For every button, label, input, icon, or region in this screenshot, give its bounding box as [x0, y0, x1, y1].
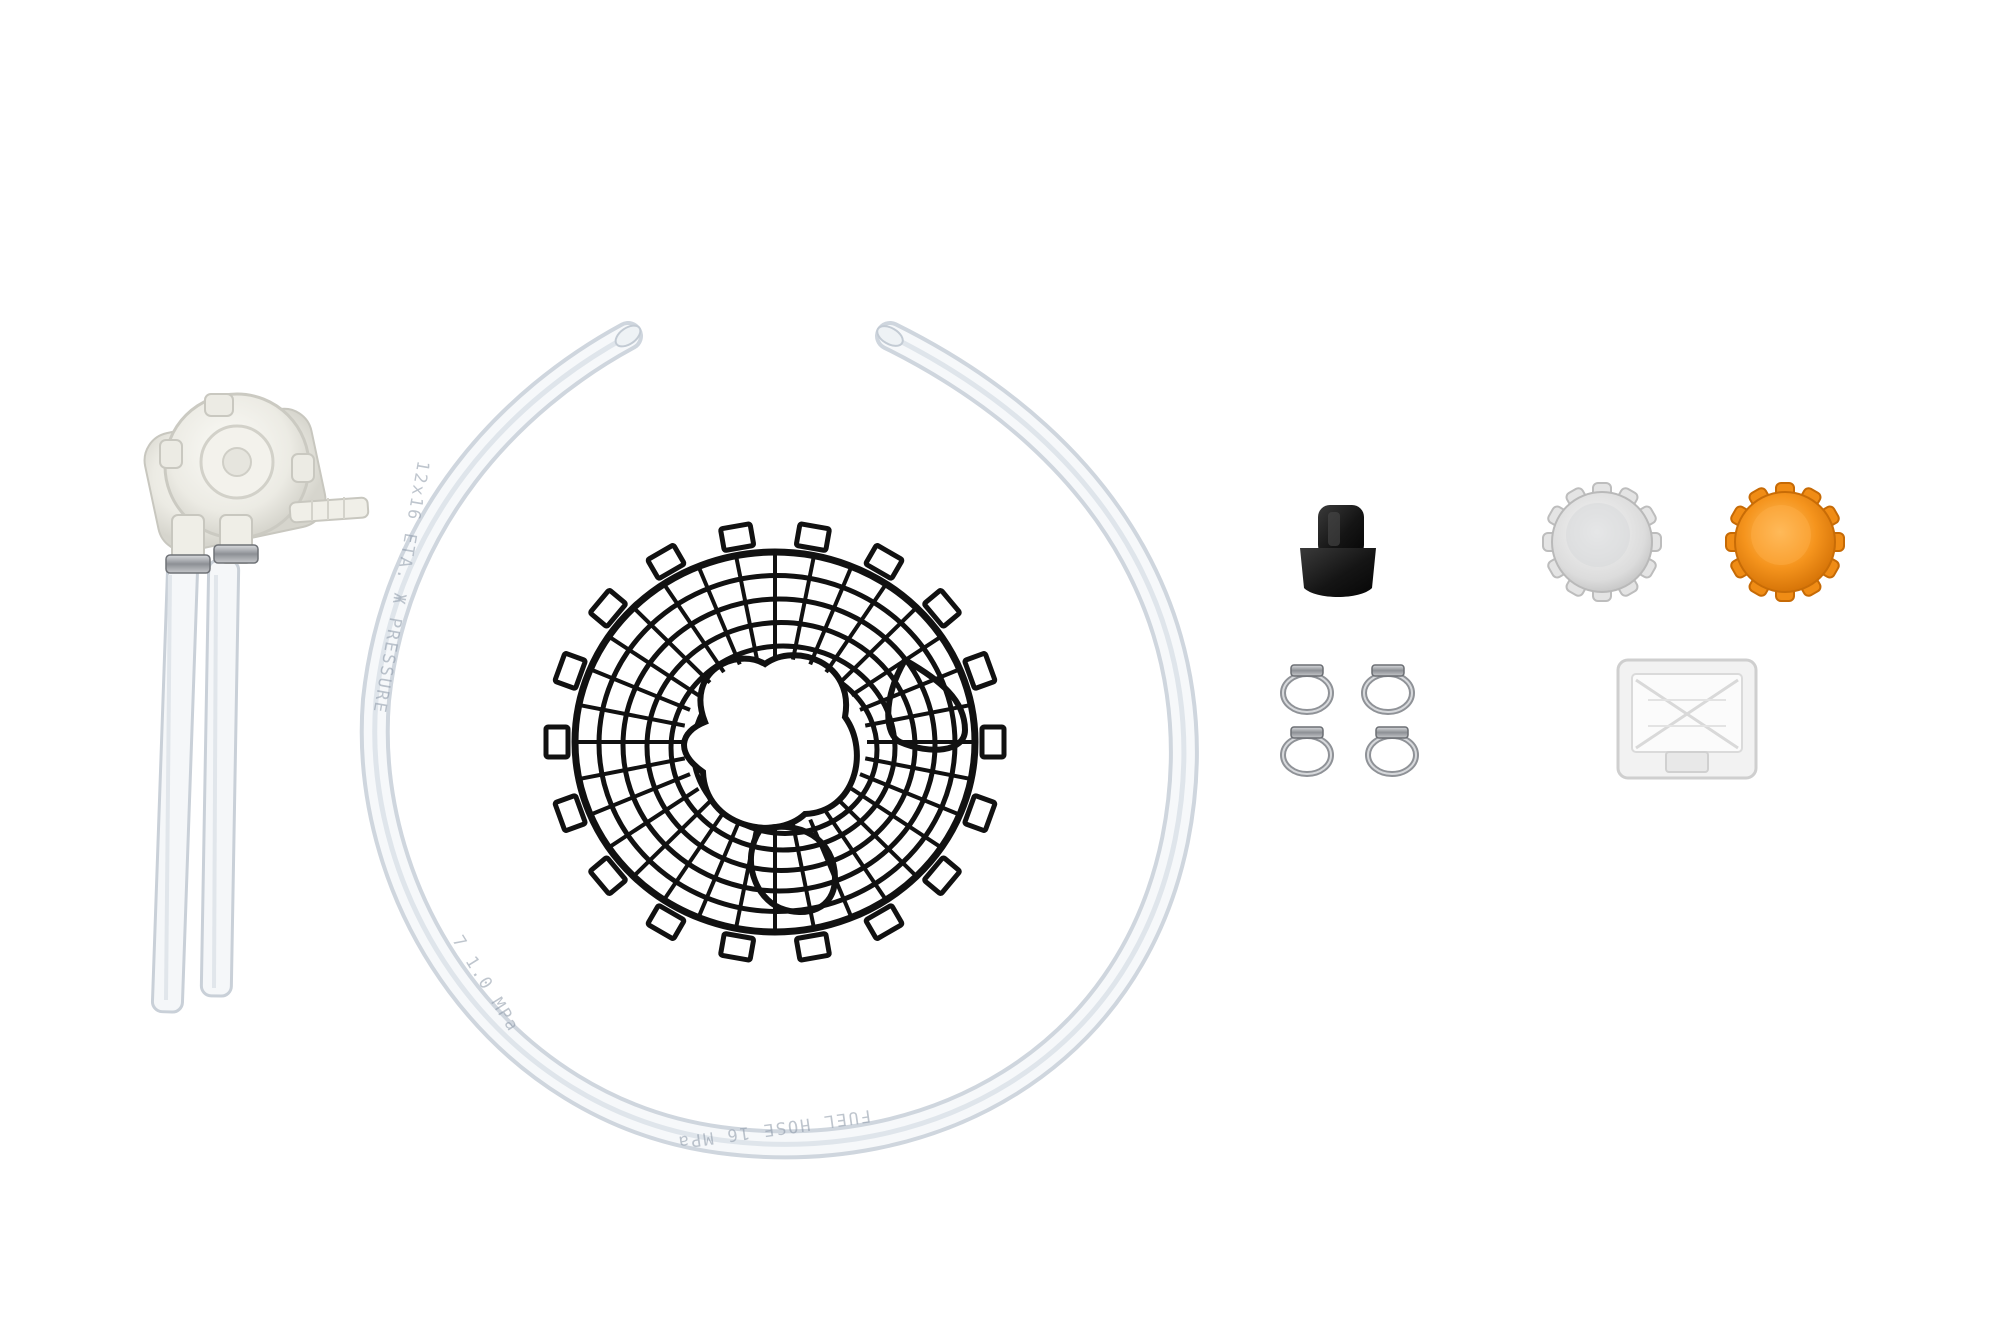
guard-spoke [859, 772, 961, 817]
guard-spoke [696, 565, 742, 666]
white-cap [1542, 482, 1662, 602]
wire-basket-guard [543, 521, 1007, 963]
guard-spoke [734, 555, 760, 661]
guard-inner-opening [681, 652, 860, 831]
guard-tab [552, 651, 588, 691]
hose-clamp [1365, 726, 1419, 777]
guard-tab [543, 724, 571, 760]
orange-cap [1725, 482, 1845, 602]
guard-tab [863, 543, 905, 581]
hand-pump-assembly [143, 392, 370, 1014]
guard-tab [645, 543, 687, 581]
square-filter [1616, 658, 1758, 780]
guard-spoke [578, 702, 686, 728]
guard-spoke [607, 786, 700, 850]
guard-spoke [662, 810, 726, 902]
guard-spoke [864, 702, 972, 728]
guard-spoke [864, 756, 972, 782]
guard-tab [922, 855, 962, 896]
guard-tab [863, 903, 905, 941]
black-connector [1300, 505, 1376, 597]
guard-tab [645, 903, 687, 941]
guard-spoke [838, 606, 918, 685]
guard-spoke [808, 565, 854, 666]
hose-clamp [1280, 664, 1334, 715]
hose-clamp [1361, 664, 1415, 715]
guard-spoke [850, 634, 943, 698]
guard-spoke [589, 772, 691, 817]
guard-spoke [578, 756, 686, 782]
guard-tab [962, 651, 998, 691]
guard-tab [922, 588, 962, 629]
guard-spoke [696, 818, 742, 919]
guard-spoke [607, 634, 700, 698]
guard-tab [979, 724, 1007, 760]
guard-spoke [850, 786, 943, 850]
guard-spoke [632, 799, 712, 878]
guard-tab [962, 793, 998, 833]
guard-spoke [824, 810, 888, 902]
hose-clamps-set [1280, 664, 1419, 777]
guard-spoke [662, 582, 726, 674]
pump-body [143, 392, 370, 564]
pump-hose-clamps [165, 544, 259, 574]
hose-clamp [1280, 726, 1334, 777]
guard-tab [552, 793, 588, 833]
guard-spoke [790, 555, 816, 661]
guard-spoke [838, 799, 918, 878]
guard-tab [793, 931, 832, 963]
guard-spoke [589, 667, 691, 712]
guard-tab [588, 588, 628, 629]
guard-tab [588, 855, 628, 896]
guard-ring [668, 643, 898, 853]
guard-tab [793, 521, 832, 553]
guard-spoke [824, 582, 888, 674]
guard-spoke [859, 667, 961, 712]
guard-tab [718, 521, 757, 553]
short-clear-tubes [150, 558, 241, 1014]
guard-spoke [632, 606, 712, 685]
guard-ring [620, 596, 938, 894]
tube-print-a: 12x16 ETA. Ж PRESSURE [368, 459, 432, 716]
guard-tab [718, 931, 757, 963]
